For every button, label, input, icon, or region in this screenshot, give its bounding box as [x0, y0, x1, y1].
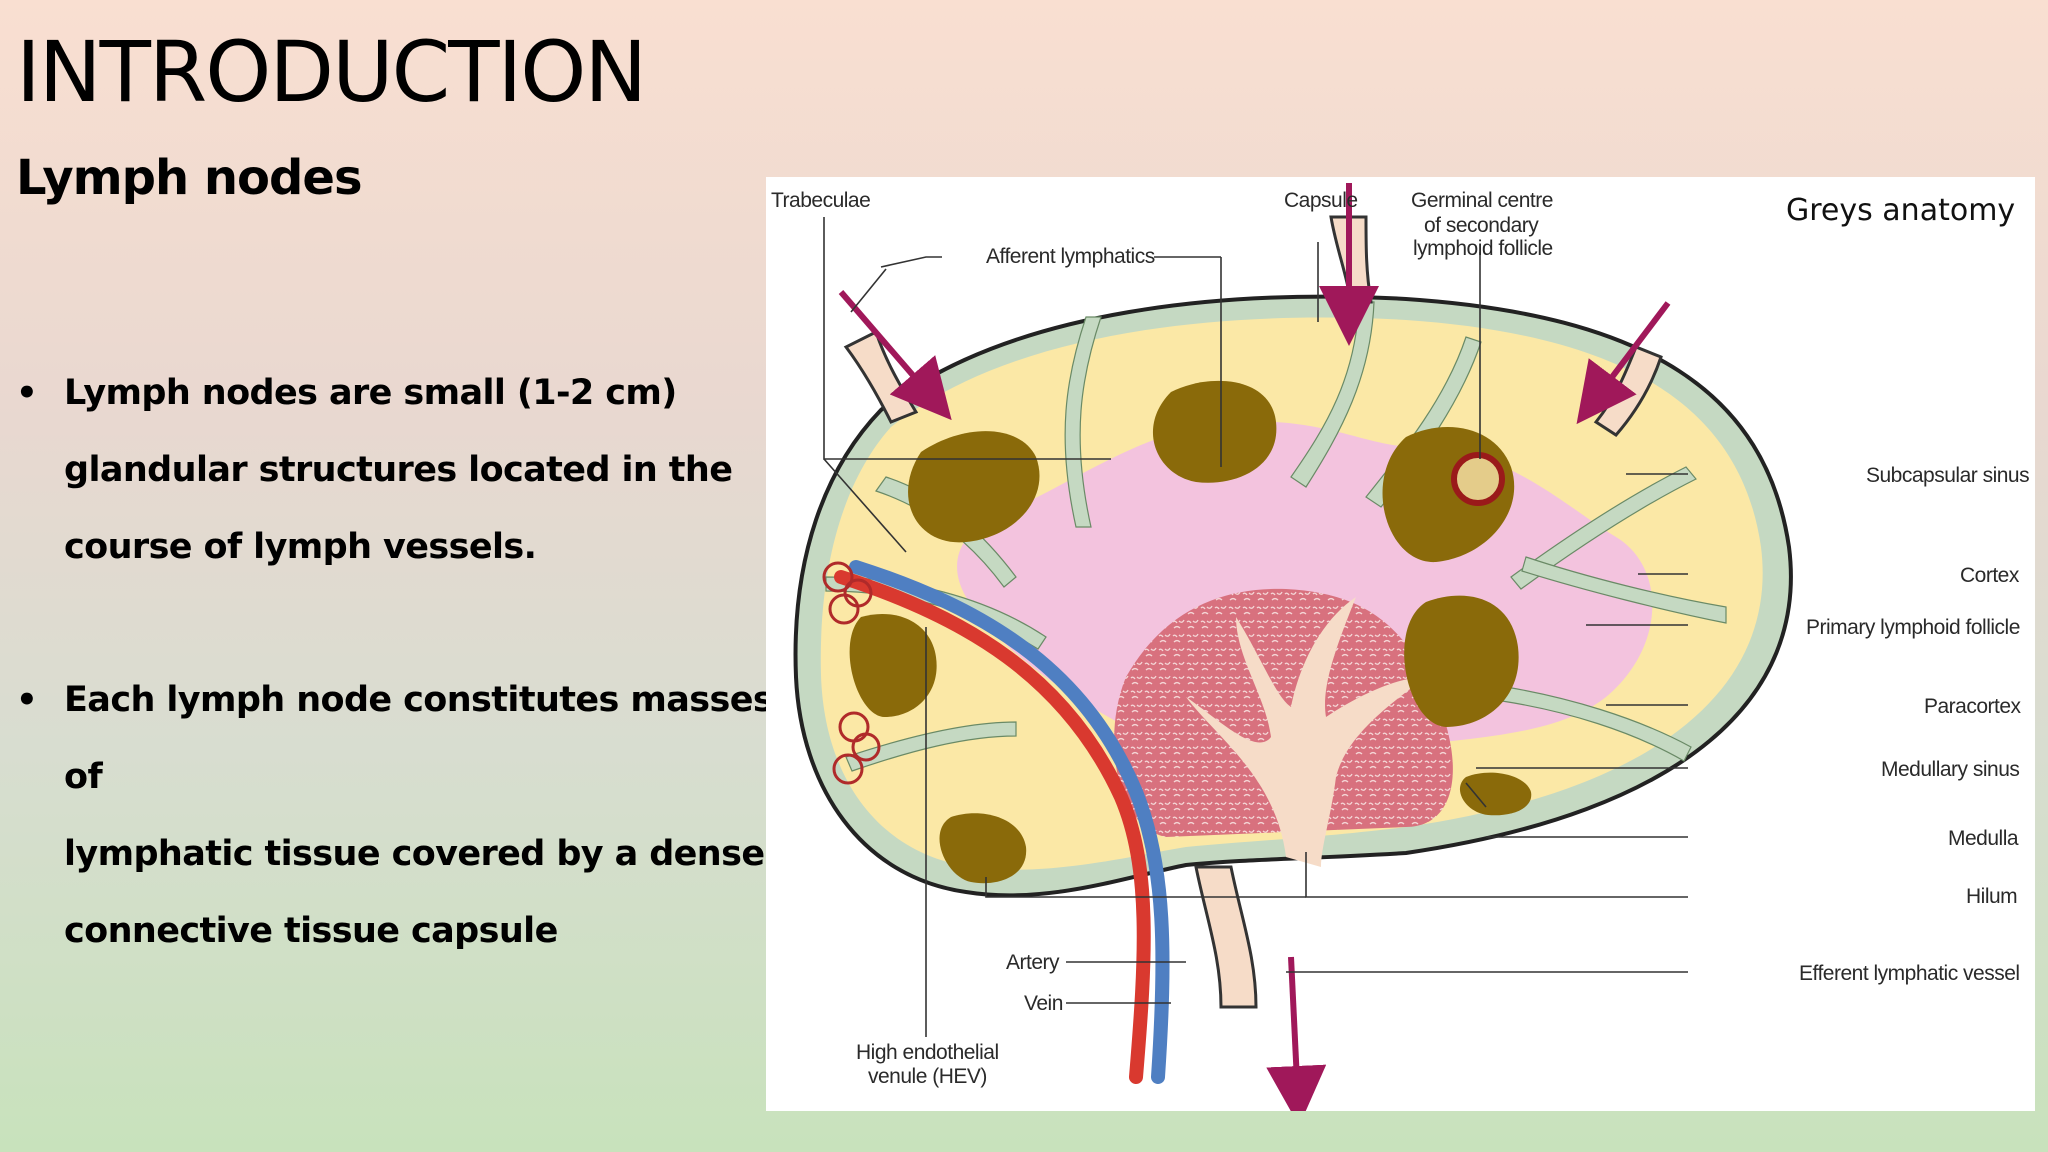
label-afferent-lymphatics: Afferent lymphatics	[986, 245, 1155, 268]
bullet-item: • Each lymph node constitutes masses of …	[16, 662, 776, 970]
bullet-line: connective tissue capsule	[64, 911, 558, 951]
label-artery: Artery	[1006, 951, 1060, 974]
efferent-vessel	[1194, 865, 1258, 1009]
flow-arrows	[838, 183, 1671, 1111]
label-subcapsular-sinus: Subcapsular sinus	[1866, 464, 2029, 487]
label-germinal-centre-1: Germinal centre	[1411, 189, 1553, 212]
label-hev-1: High endothelial	[856, 1041, 999, 1064]
bullet-dot-icon: •	[16, 680, 38, 720]
label-vein: Vein	[1024, 992, 1063, 1015]
label-hev-2: venule (HEV)	[868, 1065, 987, 1088]
lymph-node-svg: Trabeculae Afferent lymphatics Capsule G…	[771, 183, 2030, 1111]
slide-subtitle: Lymph nodes	[16, 150, 363, 206]
bullet-list: • Lymph nodes are small (1-2 cm) glandul…	[16, 355, 776, 1046]
label-capsule: Capsule	[1284, 189, 1358, 212]
label-germinal-centre-3: lymphoid follicle	[1413, 237, 1553, 260]
bullet-line: Each lymph node constitutes masses of	[64, 680, 774, 797]
label-primary-lymphoid-follicle: Primary lymphoid follicle	[1806, 616, 2020, 639]
bullet-line: lymphatic tissue covered by a dense	[64, 834, 765, 874]
vein	[849, 560, 1170, 1084]
label-trabeculae: Trabeculae	[771, 189, 870, 212]
label-medulla: Medulla	[1948, 827, 2019, 850]
slide-title: INTRODUCTION	[16, 23, 647, 121]
lymph-node-diagram: Trabeculae Afferent lymphatics Capsule G…	[766, 177, 2035, 1111]
bullet-line: course of lymph vessels.	[64, 527, 537, 567]
bullet-line: Lymph nodes are small (1-2 cm)	[64, 373, 677, 413]
label-paracortex: Paracortex	[1924, 695, 2022, 718]
label-cortex: Cortex	[1960, 564, 2020, 587]
label-efferent-lymphatic-vessel: Efferent lymphatic vessel	[1799, 962, 2020, 985]
artery	[834, 570, 1151, 1084]
germinal-centre	[1451, 452, 1505, 506]
medullary-sinus	[1186, 597, 1426, 867]
label-hilum: Hilum	[1966, 885, 2017, 908]
bullet-line: glandular structures located in the	[64, 450, 733, 490]
source-caption: Greys anatomy	[1786, 193, 2015, 228]
hev-capillary-loops	[822, 561, 881, 785]
bullet-dot-icon: •	[16, 373, 38, 413]
label-medullary-sinus: Medullary sinus	[1881, 758, 2019, 781]
leader-lines	[823, 217, 1688, 1037]
bullet-item: • Lymph nodes are small (1-2 cm) glandul…	[16, 355, 776, 586]
label-germinal-centre-2: of secondary	[1424, 214, 1539, 237]
